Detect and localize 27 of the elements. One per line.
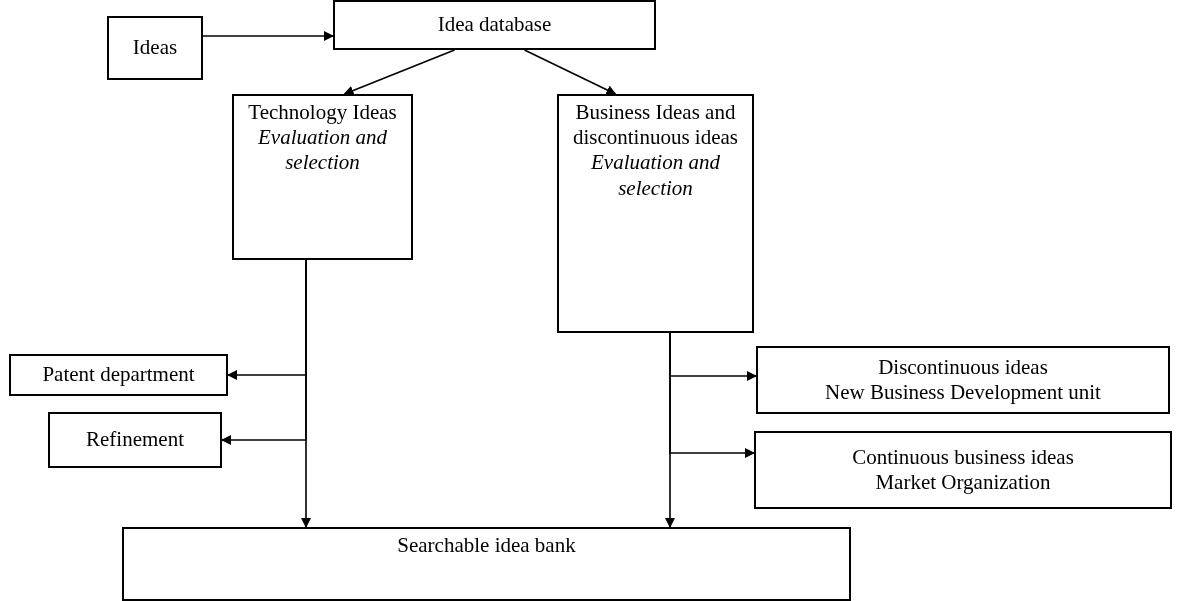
- box-label: Technology Ideas: [248, 100, 397, 126]
- process-box: [48, 412, 222, 468]
- process-box: [557, 94, 754, 333]
- process-box: [232, 94, 413, 260]
- process-box: [756, 346, 1170, 414]
- arrow: [343, 49, 456, 96]
- box-label: Evaluation and selection: [590, 150, 721, 201]
- arrow: [202, 31, 334, 41]
- box-label: Idea database: [437, 12, 552, 38]
- box-label: Market Organization: [875, 470, 1051, 496]
- process-box: [754, 431, 1172, 509]
- process-box: [9, 354, 228, 396]
- box-label: Discontinuous ideas: [878, 354, 1048, 380]
- box-label: Refinement: [86, 427, 184, 453]
- box-label: Ideas: [132, 35, 178, 61]
- box-label: Evaluation and selection: [257, 125, 388, 176]
- box-label: Patent department: [42, 362, 195, 388]
- process-box: [333, 0, 656, 50]
- process-box: [122, 527, 851, 601]
- arrow: [665, 332, 675, 528]
- arrow: [523, 49, 617, 95]
- box-label: Business Ideas and discontinuous ideas: [571, 100, 740, 151]
- process-box: [107, 16, 203, 80]
- box-label: Searchable idea bank: [397, 533, 576, 559]
- arrow: [301, 259, 311, 528]
- box-label: New Business Development unit: [825, 380, 1101, 406]
- box-label: Continuous business ideas: [852, 444, 1074, 470]
